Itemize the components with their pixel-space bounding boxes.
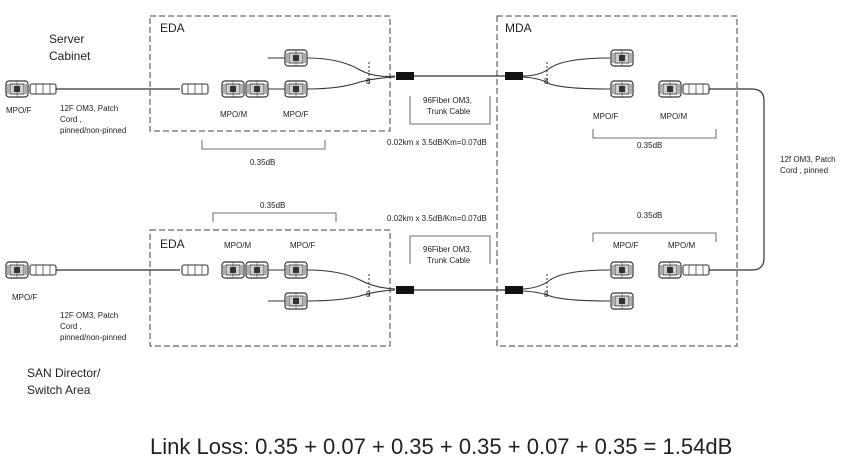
patch-right-label-2: Cord , pinned [780, 166, 828, 175]
mda-bottom-mpo-m-connector [658, 261, 682, 279]
eda-top-mpo-m-connector [221, 80, 245, 98]
eda-top-adapter [245, 80, 269, 98]
eda-bottom-label: EDA [160, 237, 185, 251]
trunk-bottom-right-breakout [505, 286, 523, 294]
mda-top-mpo-f-label: MPO/F [593, 112, 618, 121]
fan-mark-bottom-left: 8 [366, 290, 371, 299]
san-director-label-1: SAN Director/ [27, 366, 101, 380]
eda-top-mpo-f-label: MPO/F [283, 110, 308, 119]
eda-top-mpo-m-label: MPO/M [220, 110, 247, 119]
trunk-bottom-loss-label: 0.02km x 3.5dB/Km=0.07dB [387, 214, 487, 223]
eda-bottom-adapter [245, 261, 269, 279]
link-loss-formula: Link Loss: 0.35 + 0.07 + 0.35 + 0.35 + 0… [150, 434, 732, 459]
fan-mark-top-right: 8 [544, 77, 549, 86]
patch-top-label-2: Cord , [60, 115, 82, 124]
patch-bottom-label-2: Cord , [60, 322, 82, 331]
eda-bottom-fanout-leg-1 [306, 269, 396, 290]
mda-top-mpo-m-connector [658, 80, 682, 98]
eda-top-fanout-conn-1 [284, 49, 308, 67]
eda-bottom-loss-label: 0.35dB [260, 201, 285, 210]
trunk-bottom-label-1: 96Fiber OM3, [423, 245, 472, 254]
mda-top-loss-label: 0.35dB [637, 141, 662, 150]
eda-bottom-mpo-f-label: MPO/F [290, 241, 315, 250]
eda-top-box [149, 15, 391, 132]
mda-top-boot [682, 83, 710, 95]
trunk-top-loss-label: 0.02km x 3.5dB/Km=0.07dB [387, 138, 487, 147]
fan-mark-top-left: 8 [366, 77, 371, 86]
eda-bottom-fanout-conn-1 [284, 261, 308, 279]
eda-bottom-mpo-m-label: MPO/M [224, 241, 251, 250]
eda-top-boot [181, 83, 209, 95]
mda-bottom-mpo-m-label: MPO/M [668, 241, 695, 250]
mda-box [496, 15, 738, 347]
mda-bottom-mpo-f-label: MPO/F [613, 241, 638, 250]
server-mpo-f-label: MPO/F [6, 106, 31, 115]
mda-top-mpo-f-connector [610, 80, 634, 98]
san-boot [29, 264, 57, 276]
mda-top-fanout-leg-2 [522, 76, 611, 90]
eda-bottom-fanout-leg-2 [306, 289, 396, 302]
san-director-label-2: Switch Area [27, 383, 91, 397]
trunk-top-label-2: Trunk Cable [427, 107, 471, 116]
patch-bottom-label-1: 12F OM3, Patch [60, 311, 118, 320]
mda-bottom-fanout-leg-2 [522, 290, 611, 302]
mda-bottom-fanout-leg-1 [522, 269, 611, 290]
trunk-top-label-1: 96Fiber OM3, [423, 96, 472, 105]
patch-right-label-1: 12f OM3, Patch [780, 155, 836, 164]
eda-top-fanout-leg-2 [306, 76, 396, 90]
fan-mark-bottom-right: 8 [544, 290, 549, 299]
eda-bottom-fanout-conn-2 [284, 292, 308, 310]
san-mpo-f-label: MPO/F [12, 293, 37, 302]
eda-top-fanout-conn-2 [284, 80, 308, 98]
mda-bottom-boot [682, 264, 710, 276]
mda-bottom-mpo-f-connector [610, 261, 634, 279]
patch-bottom-label-3: pinned/non-pinned [60, 333, 126, 342]
patch-cord-right [706, 88, 765, 271]
mda-top-fanout-leg-1 [522, 57, 611, 77]
mda-label: MDA [505, 21, 532, 35]
mda-bottom-loss-label: 0.35dB [637, 211, 662, 220]
mda-top-conn-1 [610, 49, 634, 67]
eda-bottom-mpo-m-connector [221, 261, 245, 279]
server-mpo-f-connector [5, 80, 29, 98]
eda-bottom-boot [181, 264, 209, 276]
mda-bottom-conn-2 [610, 292, 634, 310]
trunk-bottom-label-2: Trunk Cable [427, 256, 471, 265]
eda-bottom-box [149, 229, 391, 347]
trunk-bottom-left-breakout [396, 286, 414, 294]
server-cabinet-label-2: Cabinet [49, 49, 91, 63]
san-mpo-f-connector [5, 261, 29, 279]
server-cabinet-label-1: Server [49, 32, 84, 46]
trunk-top-left-breakout [396, 72, 414, 80]
trunk-top-right-breakout [505, 72, 523, 80]
server-boot [29, 83, 57, 95]
mda-top-mpo-m-label: MPO/M [660, 112, 687, 121]
eda-top-fanout-leg-1 [306, 57, 396, 77]
patch-top-label-1: 12F OM3, Patch [60, 104, 118, 113]
eda-top-label: EDA [160, 21, 185, 35]
eda-top-loss-label: 0.35dB [250, 158, 275, 167]
patch-top-label-3: pinned/non-pinned [60, 126, 126, 135]
